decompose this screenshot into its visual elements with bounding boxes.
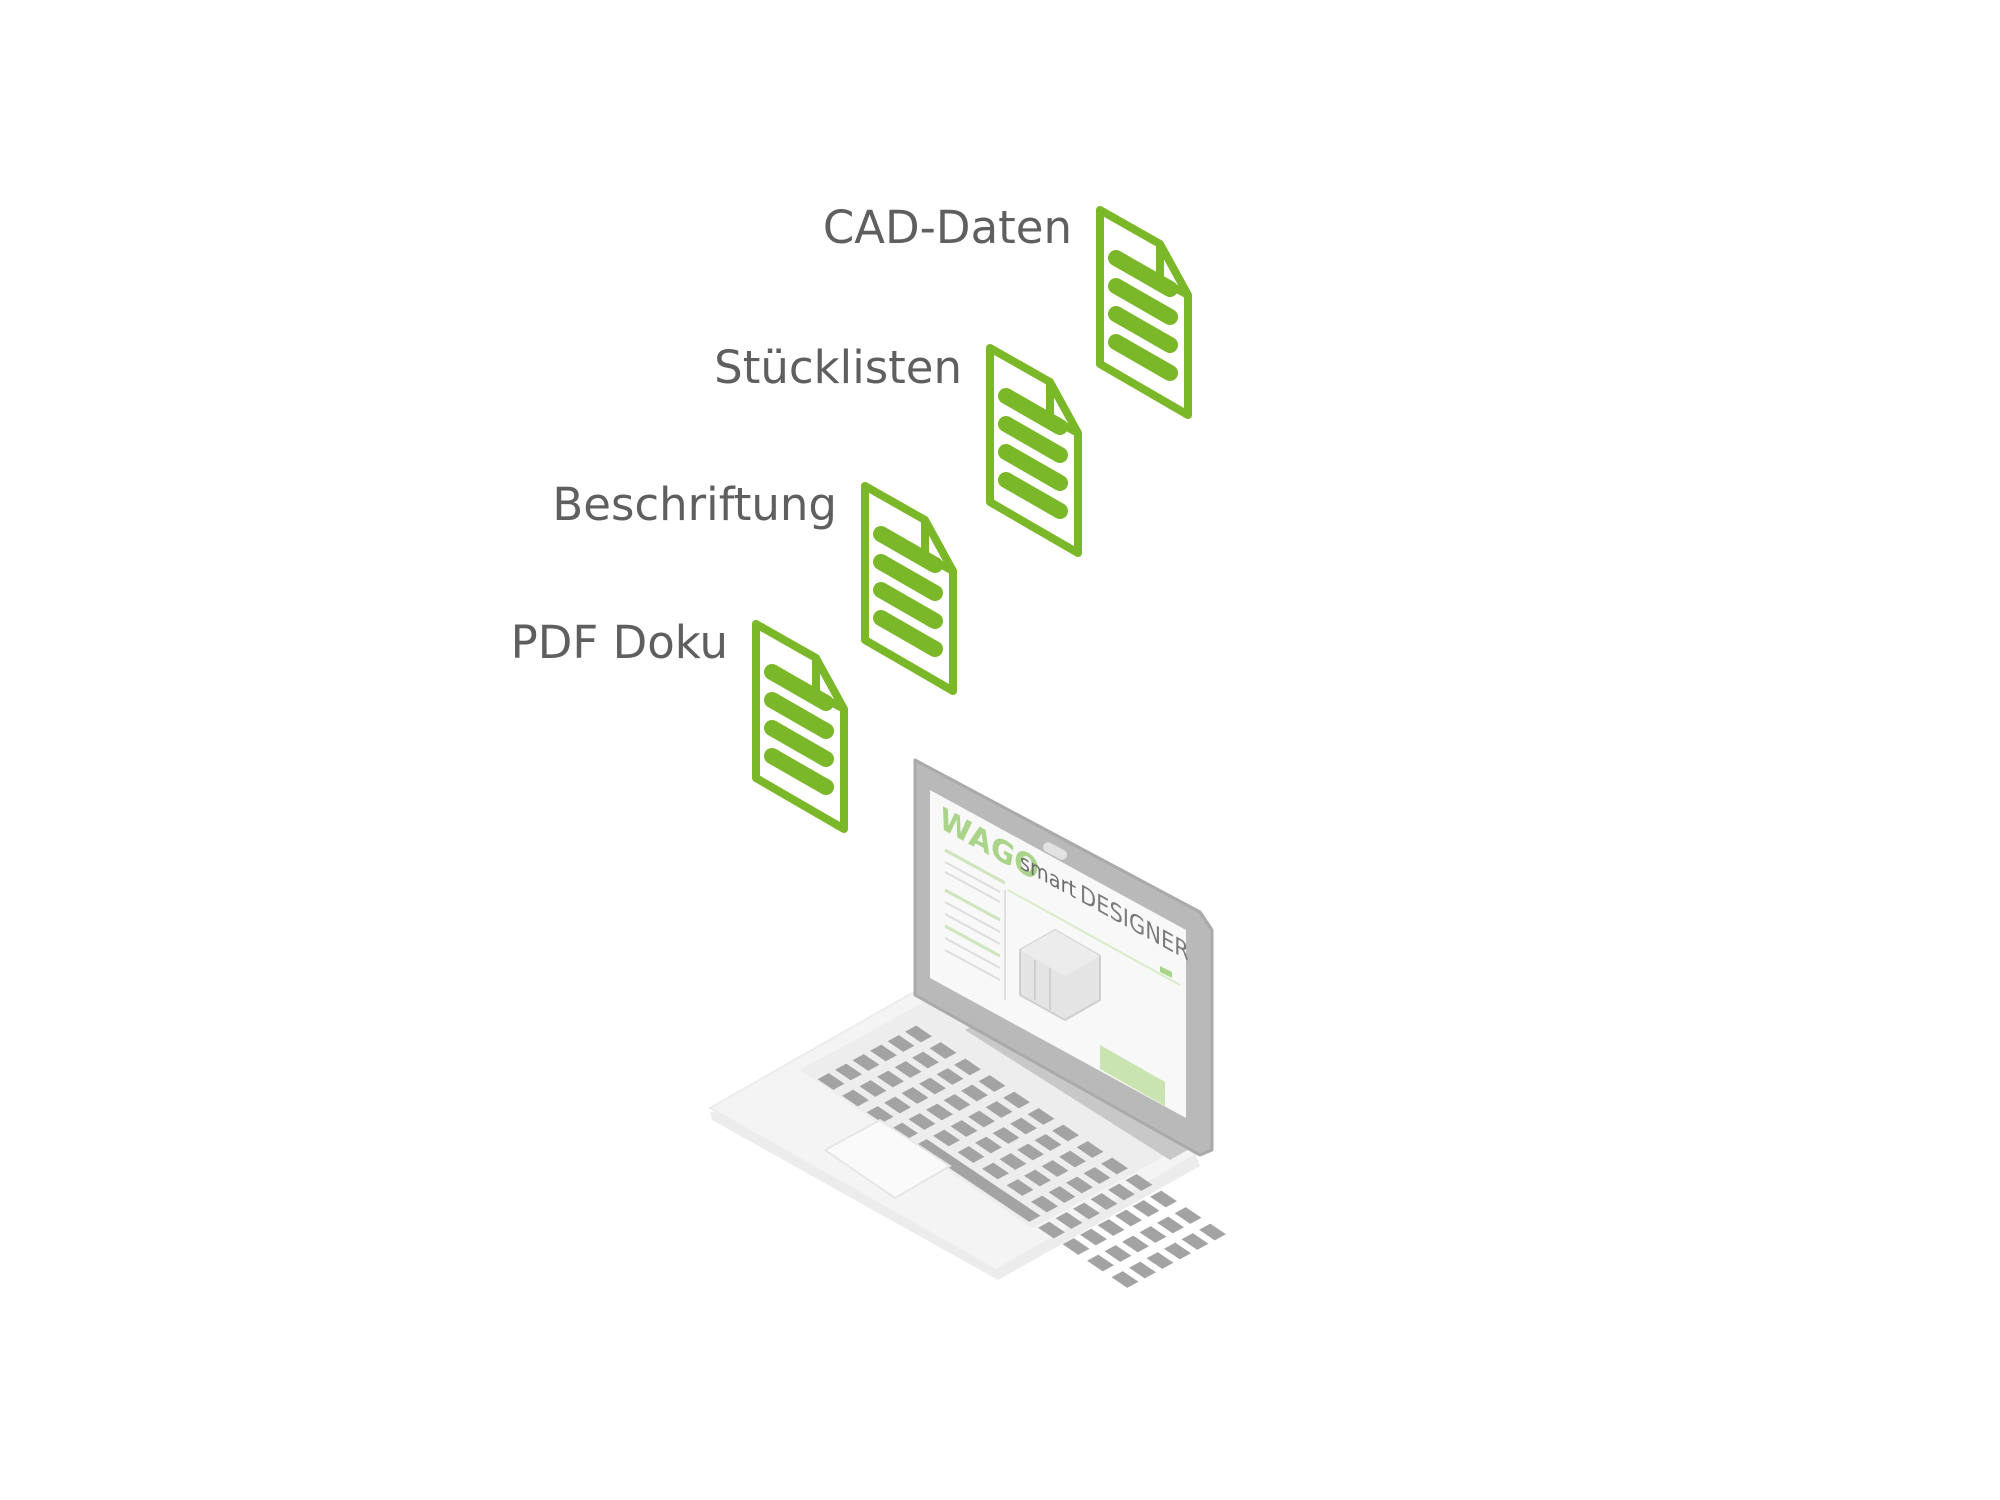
keyboard-key bbox=[1080, 1228, 1107, 1246]
keyboard-key bbox=[950, 1120, 978, 1137]
keyboard-key bbox=[954, 1058, 981, 1076]
keyboard-key bbox=[842, 1089, 869, 1107]
keyboard-key bbox=[1174, 1207, 1202, 1224]
keyboard-key bbox=[957, 1146, 985, 1163]
keyboard-key bbox=[884, 1096, 911, 1114]
keyboard-key bbox=[887, 1035, 915, 1052]
keyboard-key bbox=[968, 1110, 995, 1128]
keyboard-key bbox=[919, 1077, 946, 1095]
keyboard-key bbox=[936, 1068, 964, 1085]
keyboard-key bbox=[975, 1136, 1002, 1154]
keyboard-key bbox=[1104, 1245, 1132, 1262]
keyboard-key bbox=[817, 1073, 845, 1090]
keyboard-key bbox=[1090, 1193, 1118, 1210]
keyboard-key bbox=[1034, 1134, 1062, 1151]
keyboard-key bbox=[982, 1162, 1009, 1180]
keyboard-key bbox=[1129, 1261, 1156, 1279]
document-icon bbox=[1100, 210, 1188, 415]
keyboard-key bbox=[929, 1042, 957, 1059]
keyboard-key bbox=[1164, 1242, 1191, 1260]
keyboard-key bbox=[1108, 1183, 1135, 1201]
keyboard-key bbox=[961, 1084, 988, 1102]
keyboard-key bbox=[912, 1051, 939, 1069]
keyboard-key bbox=[891, 1122, 918, 1140]
keyboard-key bbox=[901, 1087, 929, 1104]
keyboard-key bbox=[985, 1101, 1013, 1118]
keyboard-key bbox=[1048, 1186, 1076, 1203]
keyboard-key bbox=[1157, 1216, 1184, 1234]
keyboard-key bbox=[1150, 1190, 1177, 1208]
keyboard-key bbox=[1181, 1233, 1209, 1250]
keyboard-key bbox=[905, 1025, 932, 1043]
document-icon bbox=[990, 348, 1078, 553]
keyboard-key bbox=[1017, 1143, 1044, 1161]
keyboard-key bbox=[915, 1139, 1041, 1222]
keyboard-key bbox=[908, 1113, 936, 1130]
keyboard-key bbox=[1024, 1169, 1051, 1187]
keyboard-key bbox=[999, 1153, 1027, 1170]
keyboard-key bbox=[1083, 1167, 1111, 1184]
keyboard-key bbox=[1059, 1150, 1086, 1168]
keyboard-key bbox=[1062, 1238, 1090, 1255]
keyboard-key bbox=[1010, 1117, 1037, 1135]
keyboard-key bbox=[1125, 1174, 1153, 1191]
laptop-icon: WAGO smart DESIGNER bbox=[707, 758, 1226, 1288]
keyboard-key bbox=[1006, 1179, 1034, 1196]
document-icon bbox=[865, 486, 953, 691]
keyboard-key bbox=[870, 1044, 897, 1062]
keyboard-key bbox=[1073, 1202, 1100, 1220]
keyboard-key bbox=[1122, 1235, 1149, 1253]
keyboard-key bbox=[1146, 1252, 1174, 1269]
label-bill-of-materials: Stücklisten bbox=[714, 341, 962, 394]
keyboard-key bbox=[1041, 1160, 1069, 1177]
keyboard-key bbox=[894, 1061, 922, 1078]
keyboard-key bbox=[1027, 1108, 1055, 1125]
keyboard-key bbox=[926, 1103, 953, 1121]
keyboard-key bbox=[1139, 1226, 1167, 1243]
keyboard-key bbox=[877, 1070, 904, 1088]
keyboard-key bbox=[1066, 1176, 1093, 1194]
keyboard-key bbox=[852, 1054, 880, 1071]
keyboard bbox=[817, 1025, 1226, 1288]
keyboard-key bbox=[1003, 1091, 1030, 1109]
keyboard-key bbox=[933, 1129, 960, 1147]
keyboard-key bbox=[1115, 1209, 1142, 1227]
keyboard-key bbox=[1055, 1212, 1083, 1229]
label-marking: Beschriftung bbox=[552, 478, 837, 531]
keyboard-key bbox=[978, 1075, 1006, 1092]
keyboard-key bbox=[1199, 1223, 1226, 1241]
keyboard-key bbox=[992, 1127, 1020, 1144]
keyboard-key bbox=[943, 1094, 971, 1111]
keyboard-key bbox=[1101, 1157, 1128, 1175]
label-cad-data: CAD-Daten bbox=[822, 201, 1072, 254]
label-pdf-docs: PDF Doku bbox=[510, 616, 728, 669]
keyboard-key bbox=[835, 1063, 862, 1081]
keyboard-key bbox=[1038, 1221, 1065, 1239]
keyboard-key bbox=[1087, 1254, 1114, 1272]
keyboard-key bbox=[1132, 1200, 1160, 1217]
keyboard-key bbox=[1076, 1141, 1104, 1158]
keyboard-key bbox=[1052, 1124, 1079, 1142]
keyboard-key bbox=[859, 1080, 887, 1097]
keyboard-key bbox=[1031, 1195, 1058, 1213]
keyboard-key bbox=[866, 1106, 894, 1123]
document-icon bbox=[756, 624, 844, 829]
keyboard-key bbox=[1097, 1219, 1125, 1236]
keyboard-key bbox=[1111, 1271, 1139, 1288]
